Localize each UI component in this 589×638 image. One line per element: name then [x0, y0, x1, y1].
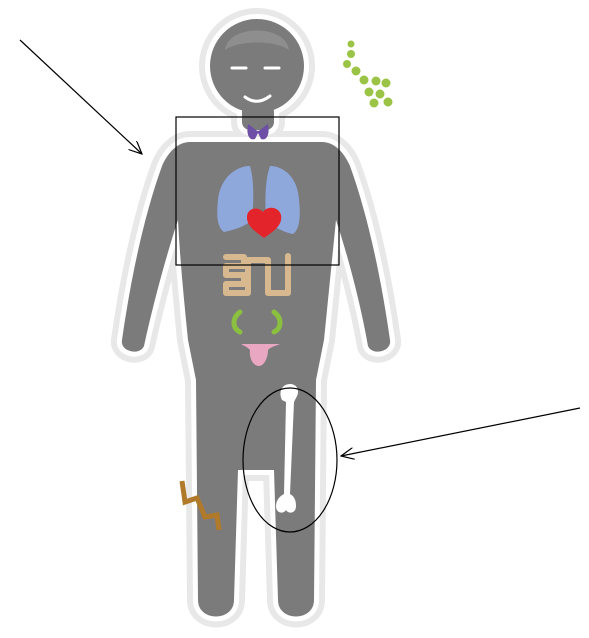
arrow-top-left: [20, 40, 142, 154]
arrow-right: [341, 408, 580, 456]
body-silhouette: [122, 19, 390, 617]
bacteria-icon: [343, 41, 393, 108]
